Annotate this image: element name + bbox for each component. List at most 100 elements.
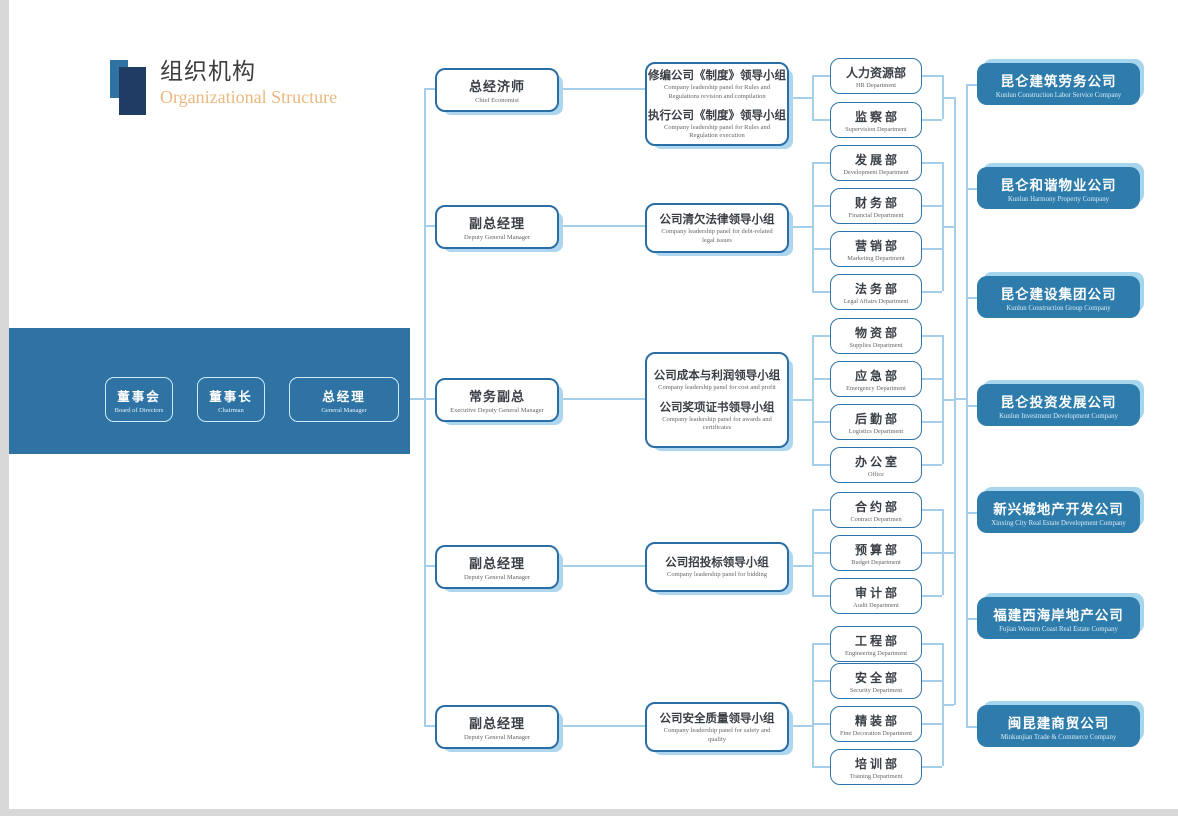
exec-box-chief-economist: 总经济师 Chief Economist — [435, 68, 559, 112]
connector-line — [812, 75, 814, 119]
exec-name-en: Deputy General Manager — [463, 574, 531, 581]
connector-line — [966, 297, 977, 299]
connector-line — [942, 704, 954, 706]
dept-name-en: Supplies Department — [849, 341, 903, 349]
connector-line — [785, 399, 812, 401]
page-edge-bottom — [0, 809, 1178, 816]
dept-name-cn: 监 察 部 — [854, 109, 897, 124]
exec-name-en: Executive Deputy General Manager — [450, 407, 544, 414]
dept-name-en: Contract Departmen — [850, 515, 902, 523]
connector-line — [920, 552, 942, 554]
exec-name-cn: 常务副总 — [468, 389, 525, 404]
connector-line — [812, 248, 830, 250]
connector-line — [424, 725, 435, 727]
connector-line — [424, 565, 435, 567]
connector-line — [812, 378, 830, 380]
connector-line — [920, 595, 942, 597]
company-name-en: Kunlun Investment Development Company — [999, 412, 1118, 420]
dept-name-cn: 法 务 部 — [854, 281, 897, 296]
board-box-general-manager: 总经理 General Manager — [289, 377, 399, 422]
connector-line — [424, 398, 435, 400]
exec-name-en: Chief Economist — [475, 97, 519, 104]
logo-icon — [110, 58, 150, 116]
connector-line — [410, 398, 424, 400]
dept-name-en: Marketing Department — [847, 254, 905, 262]
connector-line — [966, 512, 977, 514]
board-box-chairman: 董事长 Chairman — [197, 377, 265, 422]
exec-box-deputy-gm-1: 副总经理 Deputy General Manager — [435, 205, 559, 249]
company-name-cn: 昆仑和谐物业公司 — [1000, 177, 1117, 193]
panel-name-cn: 公司成本与利润领导小组 — [653, 370, 781, 383]
board-box-directors: 董事会 Board of Directors — [105, 377, 173, 422]
connector-line — [966, 405, 977, 407]
exec-name-cn: 总经济师 — [468, 79, 525, 94]
panel-entry: 执行公司《制度》领导小组 Company leadership panel fo… — [647, 107, 787, 141]
company-name-en: Kunlun Harmony Property Company — [1008, 195, 1109, 203]
connector-line — [785, 226, 812, 228]
dept-name-cn: 人力资源部 — [845, 65, 906, 80]
dept-name-cn: 后 勤 部 — [854, 411, 897, 426]
connector-line — [555, 225, 645, 227]
connector-line — [920, 162, 942, 164]
dept-name-en: Security Department — [849, 686, 903, 694]
connector-line — [812, 335, 830, 337]
exec-box-deputy-gm-3: 副总经理 Deputy General Manager — [435, 705, 559, 749]
dept-name-en: Emergency Department — [846, 384, 906, 392]
company-name-en: Xinxing City Real Estate Development Com… — [991, 519, 1126, 527]
panel-entry: 公司安全质量领导小组 Company leadership panel for … — [647, 710, 787, 744]
company-name-en: Fujian Western Coast Real Estate Company — [999, 625, 1118, 633]
connector-line — [920, 248, 942, 250]
panel-name-cn: 公司招投标领导小组 — [665, 557, 769, 570]
connector-line — [966, 618, 977, 620]
company-box-harmony-property: 昆仑和谐物业公司 Kunlun Harmony Property Company — [977, 167, 1140, 209]
connector-line — [942, 97, 954, 99]
dept-name-en: Training Department — [849, 772, 903, 780]
connector-line — [920, 378, 942, 380]
panel-name-cn: 公司安全质量领导小组 — [659, 713, 775, 726]
connector-line — [812, 552, 830, 554]
connector-line — [812, 291, 830, 293]
panel-name-cn: 修编公司《制度》领导小组 — [648, 70, 786, 83]
dept-name-cn: 发 展 部 — [854, 152, 897, 167]
connector-line — [812, 335, 814, 464]
exec-name-cn: 副总经理 — [468, 556, 525, 571]
connector-line — [812, 595, 830, 597]
company-name-cn: 昆仑投资发展公司 — [1000, 394, 1117, 410]
dept-box-legal: 法 务 部 Legal Affairs Department — [830, 274, 922, 310]
title-chinese: 组织机构 — [160, 59, 256, 84]
board-name-cn: 董事会 — [117, 389, 161, 404]
connector-line — [954, 97, 956, 705]
connector-line — [785, 725, 812, 727]
panel-name-en: Company leadership panel for debt-relate… — [661, 228, 773, 244]
dept-name-en: Fine Decoration Department — [839, 729, 913, 737]
exec-name-en: Deputy General Manager — [463, 234, 531, 241]
connector-line — [555, 398, 645, 400]
panel-name-en: Company leadership panel for awards and … — [662, 415, 772, 432]
connector-line — [424, 225, 435, 227]
page-title: 组织机构 Organizational Structure — [110, 58, 337, 116]
connector-line — [920, 119, 942, 121]
connector-line — [812, 162, 814, 291]
dept-name-cn: 安 全 部 — [854, 670, 897, 685]
dept-name-en: Office — [868, 470, 884, 478]
board-name-en: Board of Directors — [114, 406, 164, 414]
dept-box-contract: 合 约 部 Contract Departmen — [830, 492, 922, 528]
dept-name-en: Financial Department — [848, 211, 904, 219]
panel-box-rules: 修编公司《制度》领导小组 Company leadership panel fo… — [645, 62, 789, 146]
connector-line — [920, 291, 942, 293]
connector-line — [812, 119, 830, 121]
dept-name-cn: 培 训 部 — [854, 756, 897, 771]
connector-line — [812, 464, 830, 466]
connector-line — [812, 766, 830, 768]
dept-name-cn: 财 务 部 — [854, 195, 897, 210]
board-name-en: General Manager — [321, 406, 367, 414]
dept-box-emergency: 应 急 部 Emergency Department — [830, 361, 922, 397]
dept-name-cn: 办 公 室 — [854, 454, 897, 469]
dept-box-engineering: 工 程 部 Engineering Department — [830, 626, 922, 662]
title-english: Organizational Structure — [160, 86, 338, 107]
connector-line — [942, 399, 954, 401]
connector-line — [812, 509, 830, 511]
dept-name-en: Legal Affairs Department — [843, 297, 909, 305]
exec-name-cn: 副总经理 — [468, 716, 525, 731]
exec-name-en: Deputy General Manager — [463, 734, 531, 741]
